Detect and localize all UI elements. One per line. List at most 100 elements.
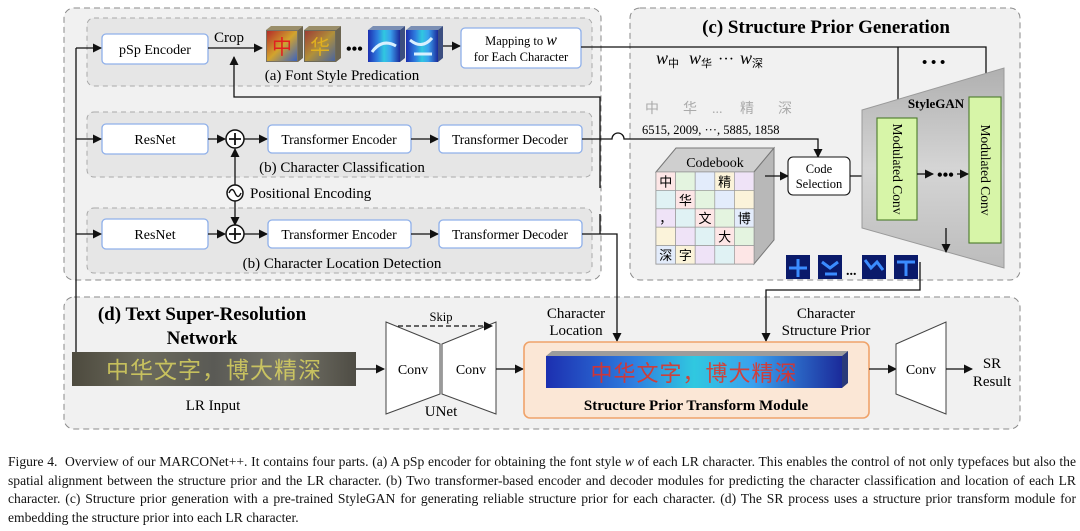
codebook-char: 精 xyxy=(718,174,731,189)
codebook-char: ， xyxy=(659,211,672,226)
codebook-cell xyxy=(675,208,696,228)
codebook-char: 字 xyxy=(679,248,692,263)
plus-cls-cross xyxy=(229,133,241,145)
modulated-conv-1-box xyxy=(876,117,918,221)
w-sub-2: 华 xyxy=(701,56,712,70)
patch-3 xyxy=(368,26,405,62)
caption-text-2: of each LR character. This enables the c… xyxy=(8,454,1077,525)
codebook-cell xyxy=(675,171,696,191)
caption-w-symbol: w xyxy=(624,454,634,469)
codebook-cell xyxy=(694,245,716,265)
character-prior-line2: Structure Prior xyxy=(782,323,871,339)
codebook-cell xyxy=(714,190,735,210)
patch-2-glyph: 华 xyxy=(310,36,330,59)
modulated-conv-2-box xyxy=(968,96,1002,244)
codebook-cell xyxy=(655,226,676,246)
prior-dots: ... xyxy=(846,264,857,279)
codebook-cube: 中 精华 ， 文 博大深字 xyxy=(654,146,776,266)
patch-1-glyph: 中 xyxy=(272,36,292,59)
unet-label: UNet xyxy=(425,404,458,420)
patch-1: 中 xyxy=(266,26,303,62)
prior-to-sptm-line xyxy=(761,262,921,342)
plus-loc-cross xyxy=(229,228,241,240)
codebook-cell xyxy=(714,208,735,228)
section-a-label: (a) Font Style Predication xyxy=(265,68,420,84)
sptm-label: Structure Prior Transform Module xyxy=(584,398,809,414)
codebook-label: Codebook xyxy=(686,156,744,171)
code-selection-line1: Code xyxy=(806,162,833,176)
modconv-mid-dots: ••• xyxy=(937,167,954,184)
resnet-cls-label: ResNet xyxy=(134,133,175,148)
sptm-feature-text: 中华文字，博大精深 xyxy=(590,361,797,386)
output-conv-trapezoid xyxy=(895,321,947,415)
transformer-decoder-loc-label: Transformer Decoder xyxy=(452,227,569,242)
codebook-cell xyxy=(675,226,696,246)
codebook-char: 中 xyxy=(659,174,672,189)
crop-label: Crop xyxy=(214,30,244,46)
caption-label: Figure 4. xyxy=(8,454,58,469)
positional-encoding-wave xyxy=(228,188,242,198)
sr-result-line1: SR xyxy=(983,356,1001,372)
decoder-loc-output xyxy=(582,233,622,342)
stylegan-label: StyleGAN xyxy=(908,96,965,111)
patch-4 xyxy=(406,26,443,62)
transformer-encoder-loc-label: Transformer Encoder xyxy=(281,227,397,242)
gray-char-1: 中 xyxy=(645,101,659,117)
patch-2: 华 xyxy=(304,26,341,62)
cropped-character-patches: 中 华 ••• xyxy=(266,26,443,62)
lr-input-label: LR Input xyxy=(186,398,241,414)
mapping-box xyxy=(460,27,582,69)
gray-char-3: ... xyxy=(712,102,723,117)
output-conv-label: Conv xyxy=(906,363,936,378)
psp-encoder-box xyxy=(101,33,209,65)
character-indices: 6515, 2009, ···, 5885, 1858 xyxy=(642,123,780,137)
codebook-grid: 中 精华 ， 文 博大深字 xyxy=(655,171,755,265)
gray-char-5: 深 xyxy=(778,101,792,117)
section-b-loc-label: (b) Character Location Detection xyxy=(243,256,442,272)
gray-char-2: 华 xyxy=(683,101,697,117)
character-location-line2: Location xyxy=(549,323,603,339)
modulated-conv-1-label: Modulated Conv xyxy=(890,123,905,214)
codebook-cell xyxy=(734,171,755,191)
unet-conv-right: Conv xyxy=(456,363,486,378)
codebook-char: 华 xyxy=(679,193,692,208)
lr-input-text: 中华文字，博大精深 xyxy=(106,358,322,383)
codebook-char: 文 xyxy=(698,211,711,226)
codebook-cell xyxy=(734,226,755,246)
codebook-char: 大 xyxy=(718,230,731,245)
figure-caption: Figure 4. Overview of our MARCONet++. It… xyxy=(8,453,1076,527)
psp-encoder-label: pSp Encoder xyxy=(119,43,191,58)
section-d-title-line1: (d) Text Super-Resolution xyxy=(98,304,307,325)
sr-result-line2: Result xyxy=(973,374,1012,390)
sptm-feature-slab xyxy=(546,351,848,388)
resnet-loc-label: ResNet xyxy=(134,228,175,243)
codebook-char: 博 xyxy=(738,211,751,226)
caption-text-1: Overview of our MARCONet++. It contains … xyxy=(64,454,625,469)
codebook-cell xyxy=(655,190,676,210)
codebook-cell xyxy=(694,190,716,210)
transformer-decoder-cls-label: Transformer Decoder xyxy=(452,132,569,147)
unet-conv-left: Conv xyxy=(398,363,428,378)
section-c-title: (c) Structure Prior Generation xyxy=(702,17,950,38)
section-d-title-line2: Network xyxy=(167,328,238,349)
location-to-crop-line xyxy=(234,57,601,234)
skip-label: Skip xyxy=(430,310,453,324)
modulated-conv-2-label: Modulated Conv xyxy=(978,124,993,215)
w-sub-1: 中 xyxy=(668,57,679,70)
cls-output-line xyxy=(582,132,823,158)
codebook-cell xyxy=(694,171,716,191)
codebook-char: 深 xyxy=(659,248,672,263)
patch-dots: ••• xyxy=(346,41,363,58)
unet-left-trapezoid xyxy=(385,321,441,415)
code-selection-line2: Selection xyxy=(796,177,843,191)
codebook-cell xyxy=(734,190,755,210)
positional-encoding-label: Positional Encoding xyxy=(250,186,372,202)
gray-characters: 中 华 ... 精 深 xyxy=(645,101,792,117)
codebook-cell xyxy=(734,245,755,265)
architecture-figure: pSp Encoder Crop 中 华 ••• xyxy=(63,7,1021,430)
mapping-label-line2: for Each Character xyxy=(474,50,569,64)
lr-input-image xyxy=(72,352,356,386)
transformer-encoder-cls-label: Transformer Encoder xyxy=(281,132,397,147)
